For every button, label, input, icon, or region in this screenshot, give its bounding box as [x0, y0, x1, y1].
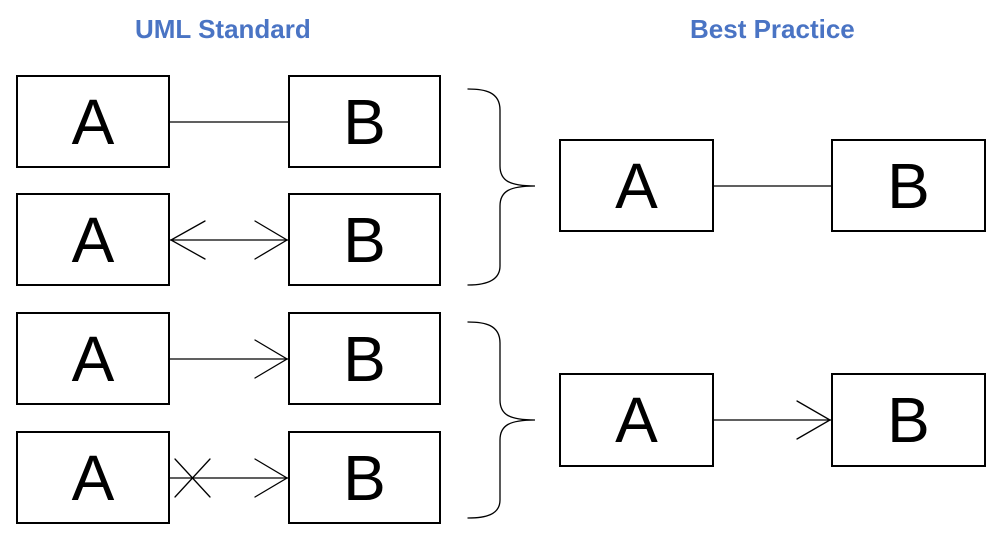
best-row2-class-a: A	[559, 373, 714, 467]
uml-standard-heading: UML Standard	[135, 14, 311, 44]
uml-row2-class-b: B	[288, 193, 441, 286]
uml-row2-bidirectional-association	[169, 220, 289, 260]
open-arrowhead-right-icon	[254, 339, 289, 379]
open-arrowhead-right-icon	[254, 458, 289, 498]
cross-mark-icon	[174, 458, 211, 498]
uml-row4-class-a: A	[16, 431, 170, 524]
open-arrowhead-right-icon	[254, 220, 289, 260]
best-row1-class-a: A	[559, 139, 714, 232]
uml-row1-class-a: A	[16, 75, 170, 168]
best-row1-class-b: B	[831, 139, 986, 232]
best-practice-heading: Best Practice	[690, 14, 855, 44]
open-arrowhead-right-icon	[796, 400, 832, 440]
uml-row2-class-a: A	[16, 193, 170, 286]
uml-row4-non-navigable-association	[169, 458, 289, 498]
uml-row1-class-b: B	[288, 75, 441, 168]
best-row2-directed-association	[713, 400, 832, 440]
uml-row3-class-b: B	[288, 312, 441, 405]
uml-row3-class-a: A	[16, 312, 170, 405]
uml-row3-directed-association	[169, 339, 289, 379]
brace-upper-icon	[467, 88, 536, 286]
best-row2-class-b: B	[831, 373, 986, 467]
uml-row4-class-b: B	[288, 431, 441, 524]
brace-lower-icon	[467, 321, 536, 519]
open-arrowhead-left-icon	[169, 220, 206, 260]
